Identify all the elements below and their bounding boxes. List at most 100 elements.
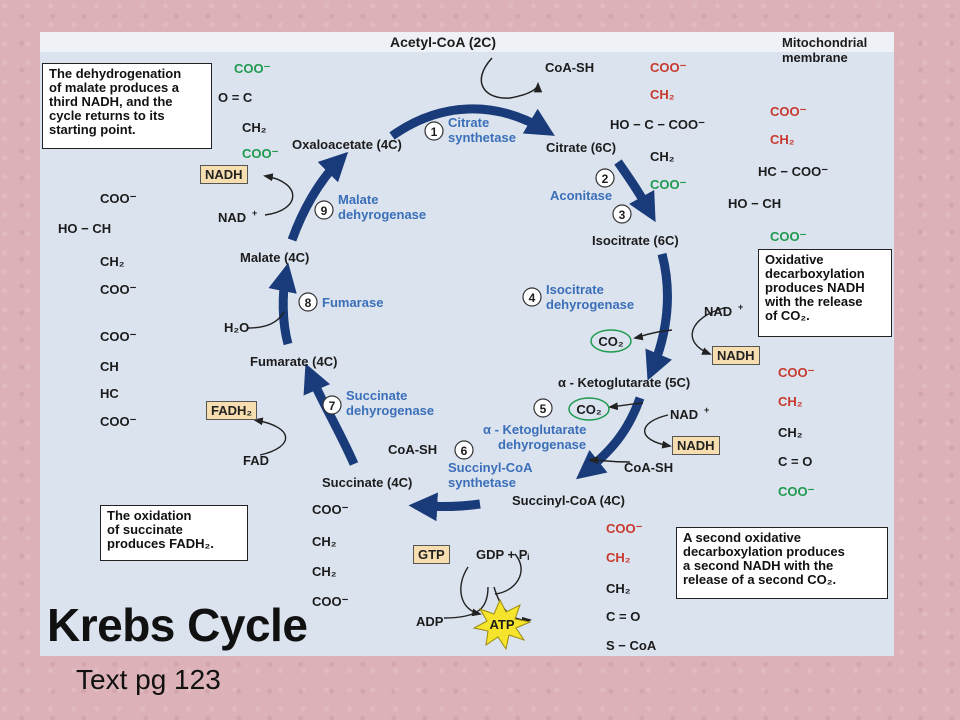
ketoglutarate-structure-line-2: CH₂ [778,394,803,409]
step-2-number: 2 [602,172,609,186]
ketoglutarate-structure-line-1: COO⁻ [778,365,815,380]
header-bar [40,32,894,52]
atp-starburst [472,598,532,651]
oxaloacetate-structure-line-3: CH₂ [242,120,267,135]
citrate-structure-line-2: CH₂ [650,87,675,102]
oxaloacetate-structure-line-4: COO⁻ [242,146,279,161]
step-6-circle [454,440,474,460]
step-9-circle [314,200,334,220]
fad-label: FAD [243,453,269,468]
isocitrate-structure-line-4: HO − CH [728,196,781,211]
succinate-structure-line-4: COO⁻ [312,594,349,609]
citrate-structure-line-3: HO − C − COO⁻ [610,117,705,132]
malate-nad-plus-sign: + [252,208,257,218]
co2-label-1: CO₂ [598,334,624,349]
isocitrate-label: Isocitrate (6C) [592,233,679,248]
fumarate-structure-line-4: COO⁻ [100,414,137,429]
step-8-circle [298,292,318,312]
membrane-label-1: Mitochondrial [782,35,867,50]
isocitrate-nad-plus-sign: + [738,302,743,312]
malate-note-line-3: third NADH, and the [49,94,173,109]
oxaloacetate-label: Oxaloacetate (4C) [292,137,402,152]
ketoglutarate-nad-plus-sign: + [704,405,709,415]
enzyme-9-line-2: dehyrogenase [338,207,426,222]
succinate-structure-line-2: CH₂ [312,534,337,549]
step-5-number: 5 [540,402,547,416]
fumarate-label: Fumarate (4C) [250,354,337,369]
ketoglutarate-note-line-3: a second NADH with the [683,558,834,573]
isocitrate-nad-label: NAD [704,304,732,319]
step-3-circle [612,204,632,224]
malate-note-line-5: starting point. [49,122,136,137]
arrow-step-2-3 [614,159,656,223]
enzyme-6-line-2: synthetase [448,475,516,490]
isocitrate-note-box: Oxidative decarboxylation produces NADH … [758,249,892,337]
enzyme-6-line-1: Succinyl-CoA [448,460,533,475]
cycle-arrows [268,104,672,522]
enzyme-7-line-2: dehyrogenase [346,403,434,418]
ketoglutarate-structure-line-3: CH₂ [778,425,803,440]
step-4-circle [522,287,542,307]
succinate-structure-line-1: COO⁻ [312,502,349,517]
ketoglutarate-nad-arrow [643,414,672,449]
adp-arrow [443,586,489,619]
coash-out-label: CoA-SH [388,442,437,457]
succinyl-structure-line-2: CH₂ [606,550,631,565]
gdp-arrow [494,553,522,595]
co2-label-2: CO₂ [576,402,602,417]
enzyme-7-line-1: Succinate [346,388,407,403]
arrow-step-7 [303,363,359,466]
ketoglutarate-label: α - Ketoglutarate (5C) [558,375,690,390]
atp-label: ATP [489,617,514,632]
h2o-label: H₂O [224,320,249,335]
co2-circle-1 [590,329,632,353]
acetyl-entry-curve [480,57,511,99]
malate-note-line-2: of malate produces a [49,80,180,95]
side-reactions [247,173,725,625]
diagram-title: Krebs Cycle [47,599,308,651]
step-9-number: 9 [321,204,328,218]
arrow-step-8 [268,262,297,346]
arrow-step-9 [287,151,349,242]
ketoglutarate-note-line-1: A second oxidative [683,530,801,545]
gtp-to-atp-arrow [460,566,482,617]
citrate-label: Citrate (6C) [546,140,616,155]
isocitrate-note-line-1: Oxidative [765,252,824,267]
diagram-panel: Acetyl-CoA (2C) Mitochondrial membrane C… [40,32,894,656]
isocitrate-note-line-2: decarboxylation [765,266,865,281]
succinyl-structure-line-1: COO⁻ [606,521,643,536]
arrow-step-1 [389,104,555,140]
step-8-number: 8 [305,296,312,310]
citrate-structure-line-5: COO⁻ [650,177,687,192]
malate-note-line-1: The dehydrogenation [49,66,182,81]
succinate-note-line-1: The oxidation [107,508,192,523]
fumarate-structure-line-3: HC [100,386,119,401]
membrane-label-2: membrane [782,50,848,65]
arrow-step-6 [408,492,481,522]
succinate-note-line-2: of succinate [107,522,183,537]
step-7-circle [322,395,342,415]
ketoglutarate-nad-label: NAD [670,407,698,422]
ketoglutarate-structure-line-4: C = O [778,454,812,469]
enzyme-2-label: Aconitase [550,188,612,203]
citrate-structure-line-1: COO⁻ [650,60,687,75]
malate-structure-line-2: HO − CH [58,221,111,236]
ketoglutarate-nadh-tag: NADH [672,436,720,455]
isocitrate-structure-line-5: COO⁻ [770,229,807,244]
isocitrate-structure-line-2: CH₂ [770,132,795,147]
step-6-number: 6 [461,444,468,458]
malate-note-line-4: cycle returns to its [49,108,165,123]
gtp-tag: GTP [413,545,450,564]
coash-in-label: CoA-SH [624,460,673,475]
slide-footer: Text pg 123 [76,664,221,695]
step-4-number: 4 [529,291,536,305]
succinate-note-box: The oxidation of succinate produces FADH… [100,505,248,561]
step-2-circle [595,168,615,188]
enzyme-5-line-1: α - Ketoglutarate [483,422,586,437]
succinyl-structure-line-4: C = O [606,609,640,624]
enzyme-4-line-2: dehyrogenase [546,297,634,312]
malate-note-box: The dehydrogenation of malate produces a… [42,63,212,149]
ketoglutarate-note-line-4: release of a second CO₂. [683,572,837,587]
isocitrate-note-line-5: of CO₂. [765,308,810,323]
structures: COO⁻ O = C CH₂ COO⁻ COO⁻ CH₂ HO − C − CO… [58,60,828,653]
